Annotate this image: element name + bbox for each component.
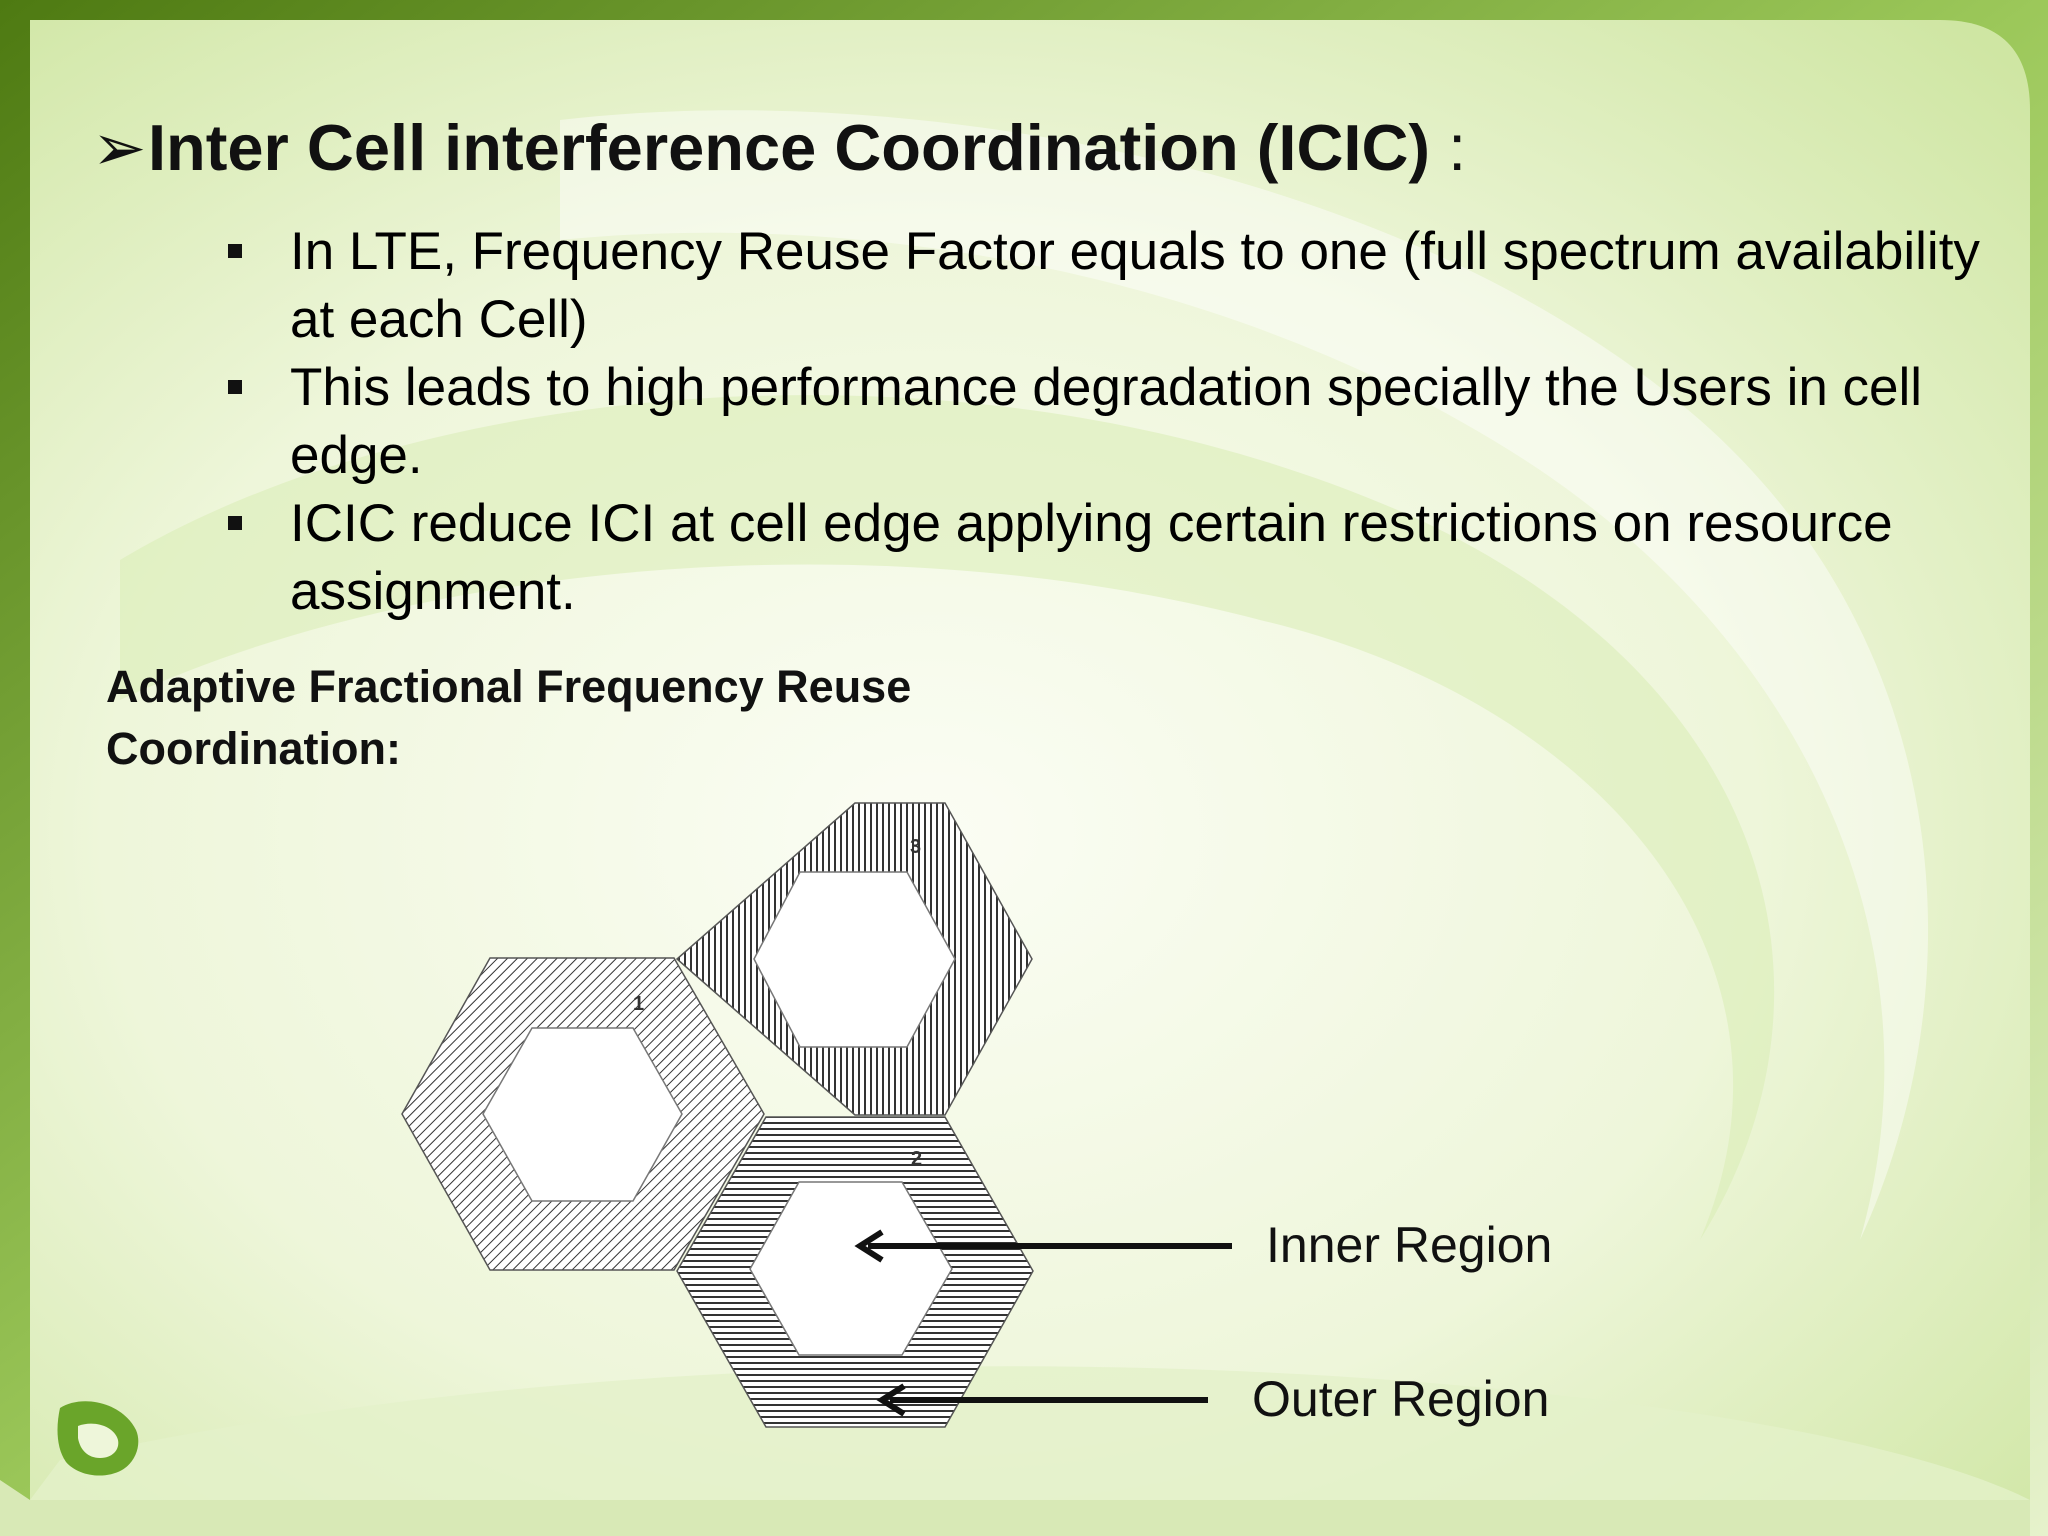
bullet-text: In LTE, Frequency Reuse Factor equals to… <box>290 222 1980 349</box>
cell-3: 3 <box>675 802 1033 1116</box>
title-suffix: : <box>1430 111 1467 184</box>
bullet-item: This leads to high performance degradati… <box>228 354 1988 490</box>
cell-2: 2 <box>676 1116 1034 1428</box>
bullet-item: ICIC reduce ICI at cell edge applying ce… <box>228 490 1988 626</box>
bullet-text: ICIC reduce ICI at cell edge applying ce… <box>290 494 1893 621</box>
diagram-heading: Adaptive Fractional Frequency Reuse Coor… <box>106 661 912 774</box>
square-bullet-icon <box>228 380 242 394</box>
bullet-item: In LTE, Frequency Reuse Factor equals to… <box>228 218 1988 354</box>
title-arrow-icon: ➢ <box>92 111 147 184</box>
cell-3-inner-region <box>753 871 956 1048</box>
etisalat-logo-icon <box>57 1401 139 1476</box>
inner-region-arrow <box>854 1229 1232 1263</box>
square-bullet-icon <box>228 516 242 530</box>
outer-region-arrow <box>876 1383 1208 1417</box>
bullet-text: This leads to high performance degradati… <box>290 358 1923 485</box>
outer-region-label: Outer Region <box>1252 1371 1550 1427</box>
cell-2-inner-region <box>749 1181 953 1356</box>
square-bullet-icon <box>228 244 242 258</box>
slide-title: ➢Inter Cell interference Coordination (I… <box>92 112 1466 184</box>
title-text: Inter Cell interference Coordination (IC… <box>148 111 1431 184</box>
cell-number: 1 <box>633 993 644 1015</box>
bullet-list: In LTE, Frequency Reuse Factor equals to… <box>228 218 1988 626</box>
cell-1-inner-region <box>482 1027 683 1202</box>
cell-1: 1 <box>401 957 765 1271</box>
cell-number: 3 <box>910 836 921 858</box>
inner-region-label: Inner Region <box>1266 1217 1553 1273</box>
cell-number: 2 <box>911 1148 922 1170</box>
